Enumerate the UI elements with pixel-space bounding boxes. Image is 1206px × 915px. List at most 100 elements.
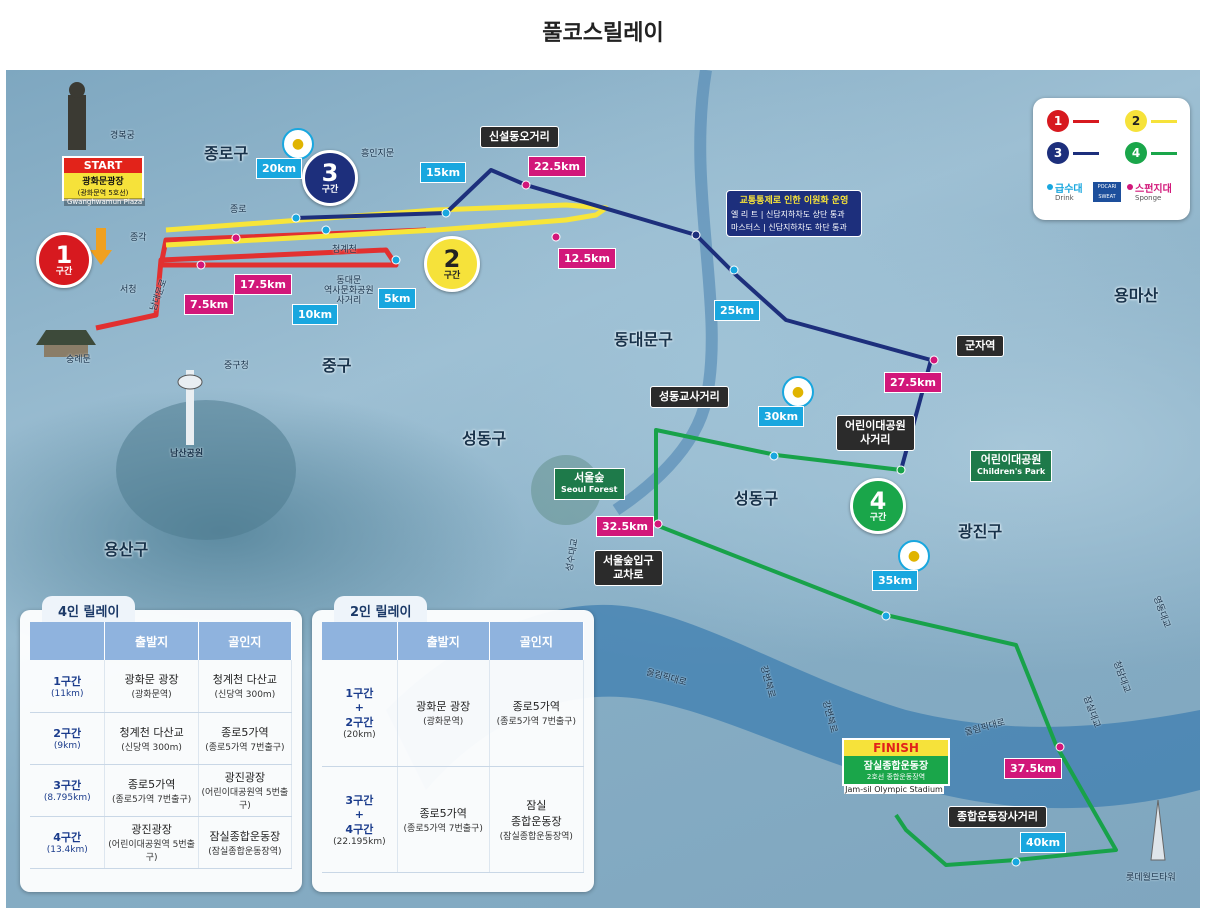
district-jongno: 종로구: [204, 144, 249, 163]
relay2-panel: 2인 릴레이 출발지 골인지 1구간+2구간(20km) 광화문 광장(광화문역…: [312, 596, 594, 892]
intersection-seoul-forest: 서울숲입구 교차로: [594, 550, 663, 586]
marker-20km: [291, 213, 301, 223]
legend-line-3: [1073, 152, 1099, 155]
district-dongdaemun: 동대문구: [614, 330, 673, 349]
km-32-5: 32.5km: [596, 516, 654, 537]
legend-sponge-en: Sponge: [1135, 194, 1162, 202]
seoul-forest-label: 서울숲 Seoul Forest: [554, 468, 625, 500]
marker-30km: [769, 451, 779, 461]
start-arrow-icon: [90, 228, 112, 265]
admiral-statue: [68, 95, 86, 150]
route-section-1: [95, 227, 427, 331]
km-5: 5km: [378, 288, 417, 309]
traffic-note: 교통통제로 인한 이원화 운영 엘 리 트 | 신답지하차도 상단 통과 마스터…: [726, 190, 862, 237]
intersection-childrens-park: 어린이대공원 사거리: [836, 415, 915, 451]
start-label: START: [64, 158, 142, 173]
course-map: 종로구 중구 동대문구 성동구 성동구 용산구 광진구 용마산 경복궁 흥인지문…: [6, 70, 1200, 908]
table-row: 2구간(9km) 청계천 다산교(신당역 300m) 종로5가역(종로5가역 7…: [30, 712, 293, 765]
place-jungu-office: 중구청: [224, 361, 249, 371]
n-seoul-tower: [186, 370, 194, 445]
table-row: 1구간+2구간(20km) 광화문 광장(광화문역) 종로5가역(종로5가역 7…: [322, 660, 585, 767]
banana-icon: ●: [782, 376, 814, 408]
sungnyemun-gate: [36, 330, 96, 345]
marker-22-5km: [521, 180, 531, 190]
km-22-5: 22.5km: [528, 156, 586, 177]
district-yongmasan: 용마산: [1114, 286, 1159, 305]
marker-32-5km: [653, 519, 663, 529]
pocari-logo: POCARI SWEAT: [1093, 182, 1121, 202]
marker-37-5km: [1055, 742, 1065, 752]
relay2-table: 출발지 골인지 1구간+2구간(20km) 광화문 광장(광화문역) 종로5가역…: [322, 622, 585, 873]
legend-line-1: [1073, 120, 1099, 123]
km-37-5: 37.5km: [1004, 758, 1062, 779]
table-row: 3구간(8.795km) 종로5가역(종로5가역 7번출구) 광진광장(어린이대…: [30, 764, 293, 817]
place-heunginjimun: 흥인지문: [361, 149, 395, 159]
legend-line-2: [1151, 120, 1177, 123]
start-box: START 광화문광장 (광화문역 5호선): [62, 156, 144, 201]
legend-sponge: 스펀지대: [1135, 184, 1172, 195]
legend-line-4: [1151, 152, 1177, 155]
intersection-seongdonggyo: 성동교사거리: [650, 386, 729, 408]
marker-7-5km: [196, 260, 206, 270]
km-15: 15km: [420, 162, 467, 183]
place-jonggak: 종각: [130, 233, 147, 243]
drink-dot-icon: [1047, 184, 1053, 190]
legend-section-4: 4: [1125, 142, 1147, 164]
km-12-5: 12.5km: [558, 248, 616, 269]
marker-sindap: [691, 230, 701, 240]
place-jongno-road: 종로: [230, 205, 247, 215]
lotte-tower-shape: [1150, 799, 1166, 861]
sponge-dot-icon: [1127, 184, 1133, 190]
km-7-5: 7.5km: [184, 294, 235, 315]
marker-12-5km: [551, 232, 561, 242]
km-40: 40km: [1020, 832, 1067, 853]
place-gyeongbokgung: 경복궁: [110, 131, 135, 141]
traffic-note-title: 교통통제로 인한 이원화 운영: [739, 196, 849, 206]
legend-section-1: 1: [1047, 110, 1069, 132]
km-30: 30km: [758, 406, 805, 427]
namsan-forest: [116, 400, 296, 540]
place-namsan: 남산공원: [170, 449, 204, 459]
childrens-park-label: 어린이대공원 Children's Park: [970, 450, 1053, 482]
km-20: 20km: [256, 158, 303, 179]
table-row: 3구간+4구간(22.195km) 종로5가역(종로5가역 7번출구) 잠실 종…: [322, 766, 585, 873]
place-sungnyemun: 숭례문: [66, 355, 91, 365]
finish-label: FINISH: [844, 740, 948, 756]
relay2-tab: 2인 릴레이: [334, 596, 428, 625]
finish-en: Jam-sil Olympic Stadium: [844, 785, 944, 794]
banana-icon: ●: [898, 540, 930, 572]
finish-box: FINISH 잠실종합운동장 2호선 종합운동장역: [842, 738, 950, 786]
km-35: 35km: [872, 570, 919, 591]
traffic-note-line2: 마스터스 | 신답지하차도 하단 통과: [731, 223, 847, 232]
km-10: 10km: [292, 304, 339, 325]
start-sub: (광화문역 5호선): [64, 188, 142, 199]
finish-name: 잠실종합운동장: [844, 756, 948, 772]
place-cheonggye: 청계천: [332, 245, 357, 255]
marker-40km: [1011, 857, 1021, 867]
marker-35km: [881, 611, 891, 621]
banana-icon: ●: [282, 128, 314, 160]
finish-sub: 2호선 종합운동장역: [844, 772, 948, 784]
marker-25km: [729, 265, 739, 275]
route-section-2: [165, 202, 609, 248]
place-ddp: 동대문 역사문화공원 사거리: [324, 276, 374, 306]
marker-27-5km: [929, 355, 939, 365]
district-seongdong-2: 성동구: [734, 489, 779, 508]
relay2-header-row: 출발지 골인지: [322, 622, 585, 660]
km-25: 25km: [714, 300, 761, 321]
start-name: 광화문광장: [64, 173, 142, 188]
km-27-5: 27.5km: [884, 372, 942, 393]
intersection-sports-complex: 종합운동장사거리: [948, 806, 1047, 828]
legend-section-2: 2: [1125, 110, 1147, 132]
km-17-5: 17.5km: [234, 274, 292, 295]
table-row: 1구간(11km) 광화문 광장(광화문역) 청계천 다산교(신당역 300m): [30, 660, 293, 713]
page-title: 풀코스릴레이: [542, 21, 664, 46]
legend-drink: 급수대: [1055, 184, 1083, 195]
intersection-sinseol: 신설동오거리: [480, 126, 559, 148]
marker-17-5km: [231, 233, 241, 243]
marker-10km: [321, 225, 331, 235]
